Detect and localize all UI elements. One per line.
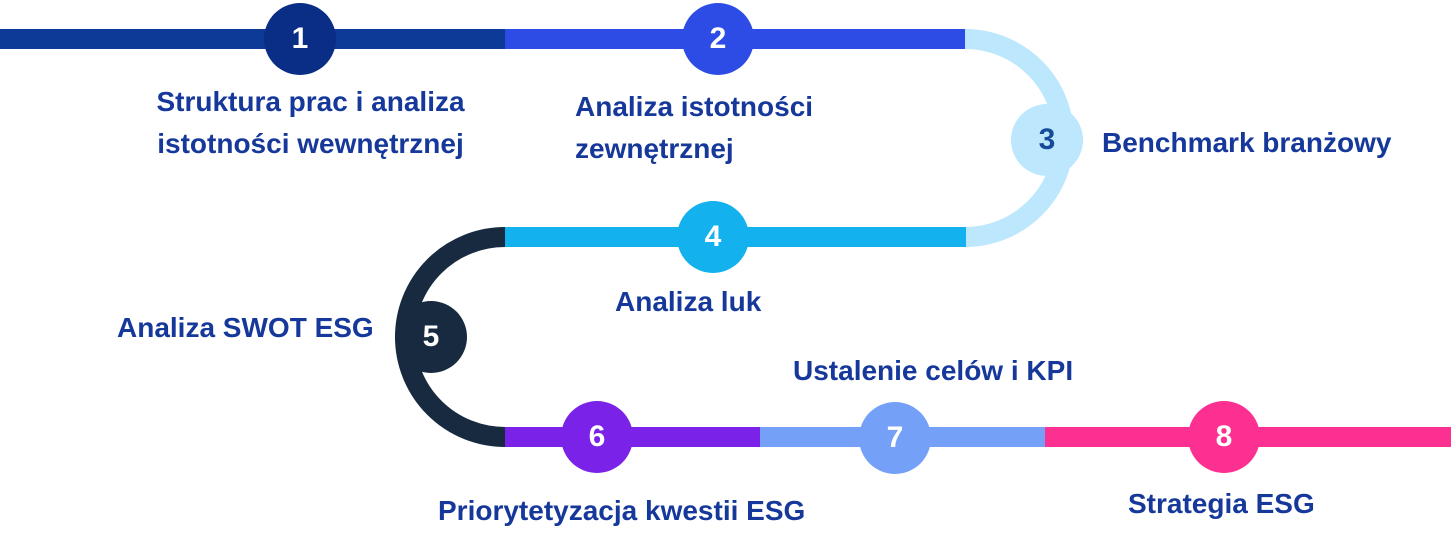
step-6-label: Priorytetyzacja kwestii ESG — [438, 495, 806, 526]
step-6-number: 6 — [588, 420, 606, 453]
step-2-label-line-1: Analiza istotności — [575, 91, 814, 122]
step-3-number: 3 — [1038, 123, 1056, 156]
step-1-label-line-1: Struktura prac i analiza — [156, 86, 465, 117]
step-1-label-line-2: istotności wewnętrznej — [157, 128, 464, 159]
step-7-number: 7 — [886, 421, 904, 454]
step-3-label: Benchmark branżowy — [1102, 127, 1392, 158]
step-5-label: Analiza SWOT ESG — [117, 312, 374, 343]
step-2-number: 2 — [709, 22, 727, 55]
step-5-circle: 5 — [395, 301, 467, 373]
step-7-circle: 7 — [859, 402, 931, 474]
step-5-number: 5 — [422, 320, 440, 353]
step-4-label: Analiza luk — [615, 286, 762, 317]
step-4-circle: 4 — [677, 201, 749, 273]
step-1-number: 1 — [291, 22, 309, 55]
step-8-label: Strategia ESG — [1128, 488, 1315, 519]
step-2-label-line-2: zewnętrznej — [575, 133, 734, 164]
step-1-circle: 1 — [264, 3, 336, 75]
step-2-circle: 2 — [682, 3, 754, 75]
step-6-circle: 6 — [561, 401, 633, 473]
step-2-label: Analiza istotności zewnętrznej — [575, 86, 813, 170]
step-7-label: Ustalenie celów i KPI — [793, 355, 1074, 386]
step-8-number: 8 — [1215, 420, 1233, 453]
step-8-circle: 8 — [1188, 401, 1260, 473]
step-1-label: Struktura prac i analiza istotności wewn… — [128, 81, 493, 165]
step-4-number: 4 — [704, 220, 722, 253]
step-3-circle: 3 — [1011, 104, 1083, 176]
